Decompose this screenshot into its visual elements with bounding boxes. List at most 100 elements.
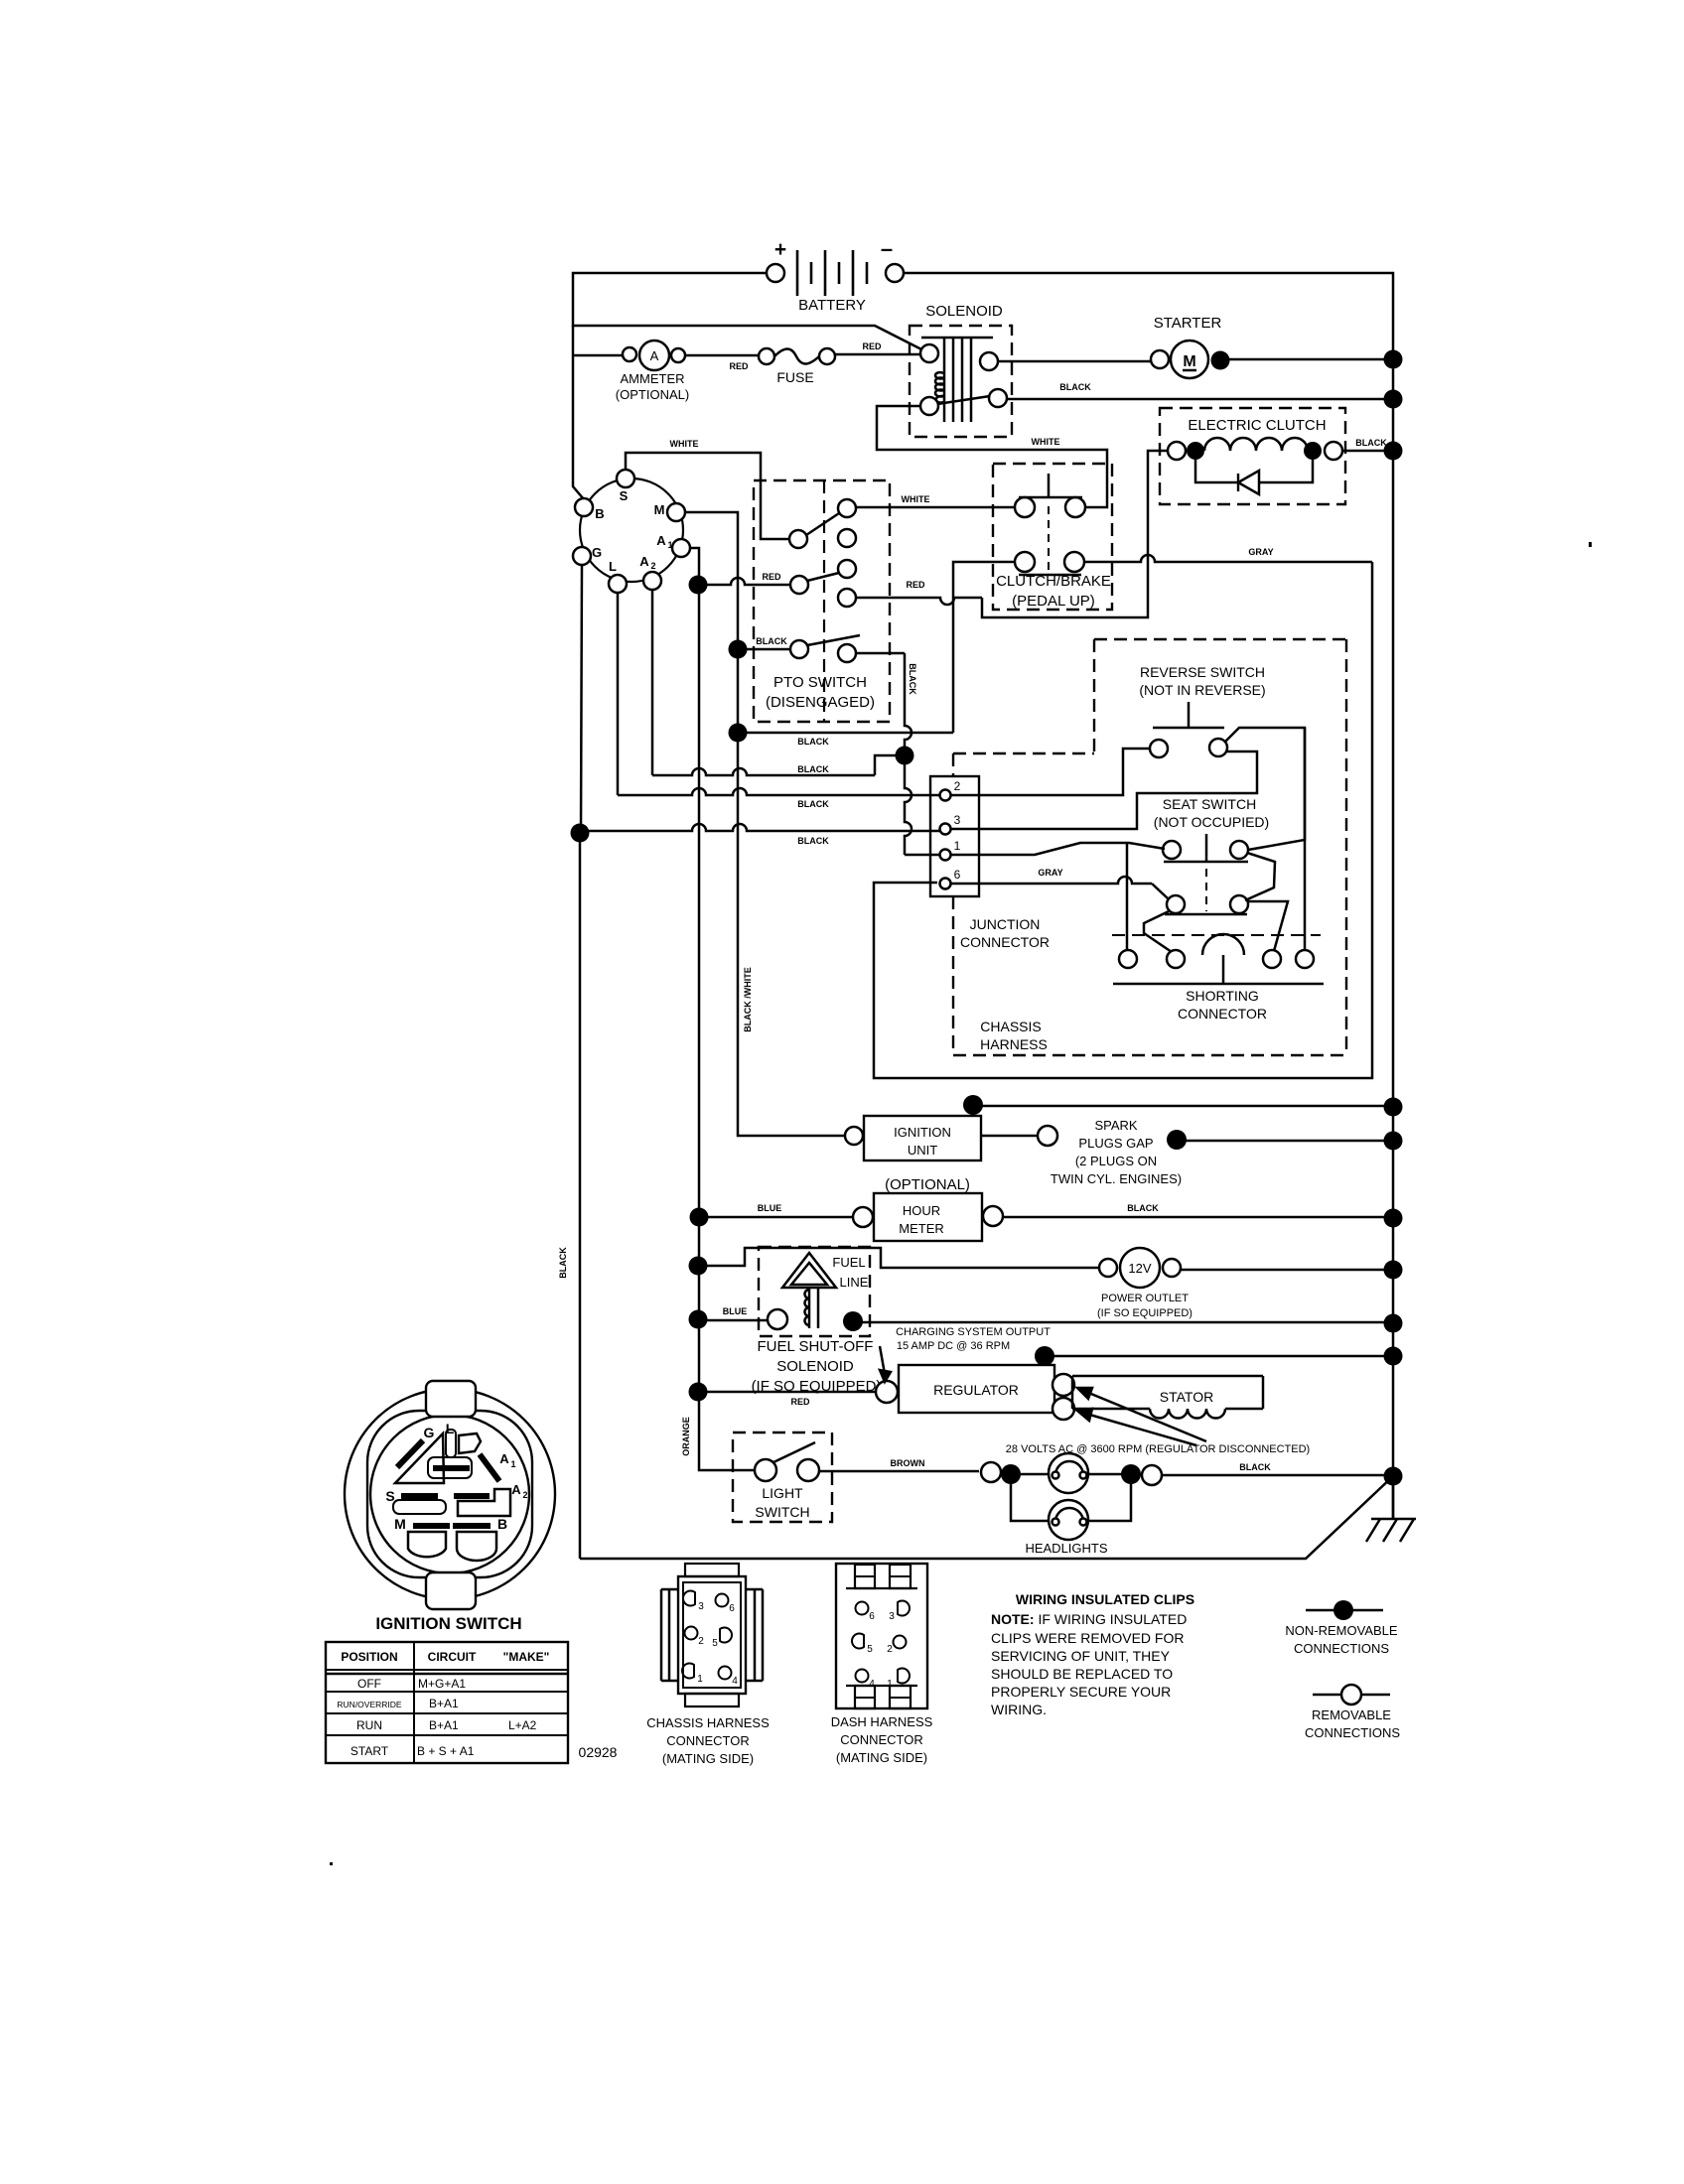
svg-text:5: 5 (867, 1644, 873, 1655)
svg-text:CLUTCH/BRAKE: CLUTCH/BRAKE (996, 573, 1111, 590)
svg-text:2: 2 (698, 1636, 704, 1647)
svg-text:28 VOLTS AC @ 3600 RPM (REGULA: 28 VOLTS AC @ 3600 RPM (REGULATOR DISCON… (1006, 1443, 1310, 1455)
svg-text:BLACK: BLACK (756, 636, 787, 646)
svg-text:5: 5 (712, 1638, 718, 1649)
svg-text:G: G (424, 1425, 435, 1440)
svg-text:3: 3 (954, 813, 961, 827)
svg-text:RED: RED (790, 1397, 810, 1407)
svg-text:1: 1 (954, 839, 961, 853)
svg-text:BLACK: BLACK (1355, 438, 1387, 448)
svg-text:CIRCUIT: CIRCUIT (428, 1650, 477, 1664)
svg-text:POWER OUTLET: POWER OUTLET (1101, 1293, 1189, 1304)
svg-text:B+A1: B+A1 (429, 1697, 459, 1710)
svg-text:"MAKE": "MAKE" (503, 1650, 550, 1664)
svg-text:PLUGS GAP: PLUGS GAP (1078, 1136, 1153, 1151)
svg-text:UNIT: UNIT (908, 1143, 937, 1158)
svg-text:B + S + A1: B + S + A1 (417, 1744, 475, 1758)
svg-text:WIRING INSULATED CLIPS: WIRING INSULATED CLIPS (1016, 1591, 1194, 1607)
svg-text:AMMETER: AMMETER (621, 371, 685, 386)
svg-text:SOLENOID: SOLENOID (776, 1358, 854, 1375)
svg-text:START: START (351, 1744, 389, 1758)
svg-text:REVERSE SWITCH: REVERSE SWITCH (1140, 664, 1265, 680)
svg-text:CHARGING SYSTEM OUTPUT: CHARGING SYSTEM OUTPUT (896, 1326, 1051, 1338)
svg-text:SOLENOID: SOLENOID (925, 303, 1003, 320)
svg-text:LINE: LINE (840, 1275, 869, 1290)
svg-text:BLACK: BLACK (558, 1247, 568, 1279)
svg-text:A: A (650, 348, 659, 363)
svg-text:A: A (656, 533, 666, 548)
svg-text:HOUR: HOUR (903, 1203, 940, 1218)
svg-text:WHITE: WHITE (1032, 437, 1060, 447)
svg-text:3: 3 (889, 1611, 895, 1622)
svg-text:LIGHT: LIGHT (762, 1485, 803, 1501)
svg-text:SWITCH: SWITCH (755, 1504, 809, 1520)
svg-text:M: M (654, 502, 665, 517)
svg-text:POSITION: POSITION (341, 1650, 397, 1664)
svg-text:M: M (1183, 353, 1195, 370)
svg-text:BLACK: BLACK (797, 764, 829, 774)
svg-text:L: L (446, 1421, 455, 1436)
svg-text:BLACK: BLACK (797, 737, 829, 747)
svg-text:A: A (639, 554, 649, 569)
svg-text:RUN/OVERRIDE: RUN/OVERRIDE (337, 1700, 402, 1709)
svg-text:RED: RED (762, 572, 781, 582)
svg-text:BLUE: BLUE (723, 1306, 748, 1316)
svg-text:BLACK: BLACK (1127, 1203, 1159, 1213)
svg-text:CLIPS WERE REMOVED FOR: CLIPS WERE REMOVED FOR (991, 1630, 1184, 1646)
svg-text:BLACK: BLACK (1059, 382, 1091, 392)
svg-text:BROWN: BROWN (891, 1458, 925, 1468)
svg-text:BLUE: BLUE (758, 1203, 782, 1213)
svg-text:CONNECTIONS: CONNECTIONS (1294, 1641, 1389, 1656)
svg-text:BLACK: BLACK (908, 663, 917, 695)
svg-text:(NOT OCCUPIED): (NOT OCCUPIED) (1154, 814, 1269, 830)
svg-text:STARTER: STARTER (1154, 315, 1222, 332)
svg-text:(MATING SIDE): (MATING SIDE) (836, 1750, 927, 1765)
svg-text:HARNESS: HARNESS (980, 1036, 1048, 1052)
svg-text:WIRING.: WIRING. (991, 1702, 1047, 1717)
svg-text:JUNCTION: JUNCTION (970, 916, 1041, 932)
svg-text:S: S (385, 1488, 394, 1504)
svg-text:BLACK /WHITE: BLACK /WHITE (743, 967, 753, 1032)
svg-text:4: 4 (732, 1676, 738, 1687)
svg-text:WHITE: WHITE (902, 494, 930, 504)
svg-text:REMOVABLE: REMOVABLE (1312, 1707, 1391, 1722)
svg-text:OFF: OFF (357, 1677, 381, 1691)
svg-text:12V: 12V (1128, 1261, 1151, 1276)
svg-text:15 AMP DC @ 36 RPM: 15 AMP DC @ 36 RPM (897, 1340, 1010, 1352)
svg-text:PROPERLY SECURE YOUR: PROPERLY SECURE YOUR (991, 1684, 1171, 1700)
svg-text:6: 6 (869, 1611, 875, 1622)
svg-text:NON-REMOVABLE: NON-REMOVABLE (1285, 1623, 1397, 1638)
svg-text:B: B (595, 506, 604, 521)
svg-text:GRAY: GRAY (1038, 868, 1062, 878)
svg-text:CONNECTOR: CONNECTOR (1178, 1006, 1267, 1022)
svg-text:CONNECTOR: CONNECTOR (666, 1733, 750, 1748)
svg-text:–: – (881, 236, 893, 261)
svg-text:(2 PLUGS ON: (2 PLUGS ON (1075, 1154, 1157, 1168)
svg-text:(NOT IN REVERSE): (NOT IN REVERSE) (1139, 682, 1265, 698)
svg-text:(IF SO EQUIPPED): (IF SO EQUIPPED) (1097, 1307, 1193, 1319)
svg-text:B+A1: B+A1 (429, 1718, 459, 1732)
svg-text:L+A2: L+A2 (508, 1718, 537, 1732)
svg-text:CONNECTOR: CONNECTOR (840, 1732, 923, 1747)
svg-text:NOTE: IF WIRING INSULATED: NOTE: IF WIRING INSULATED (991, 1611, 1187, 1627)
svg-text:RED: RED (906, 580, 925, 590)
svg-text:B: B (497, 1516, 507, 1532)
svg-text:(PEDAL UP): (PEDAL UP) (1012, 593, 1095, 610)
svg-text:DASH HARNESS: DASH HARNESS (831, 1714, 933, 1729)
svg-text:SERVICING OF UNIT, THEY: SERVICING OF UNIT, THEY (991, 1648, 1171, 1664)
svg-text:RED: RED (729, 361, 749, 371)
svg-text:WHITE: WHITE (670, 439, 699, 449)
svg-text:6: 6 (729, 1603, 735, 1614)
svg-text:BLACK: BLACK (797, 799, 829, 809)
svg-text:BATTERY: BATTERY (798, 297, 866, 314)
svg-text:REGULATOR: REGULATOR (933, 1382, 1019, 1398)
svg-text:SEAT SWITCH: SEAT SWITCH (1163, 796, 1256, 812)
svg-text:1: 1 (887, 1679, 893, 1690)
svg-text:ELECTRIC CLUTCH: ELECTRIC CLUTCH (1188, 417, 1326, 434)
svg-text:IGNITION: IGNITION (894, 1125, 951, 1140)
svg-text:2: 2 (650, 561, 655, 571)
svg-text:PTO SWITCH: PTO SWITCH (773, 674, 867, 691)
svg-text:1: 1 (697, 1674, 703, 1685)
svg-text:SPARK: SPARK (1094, 1118, 1137, 1133)
svg-text:ORANGE: ORANGE (681, 1417, 691, 1456)
